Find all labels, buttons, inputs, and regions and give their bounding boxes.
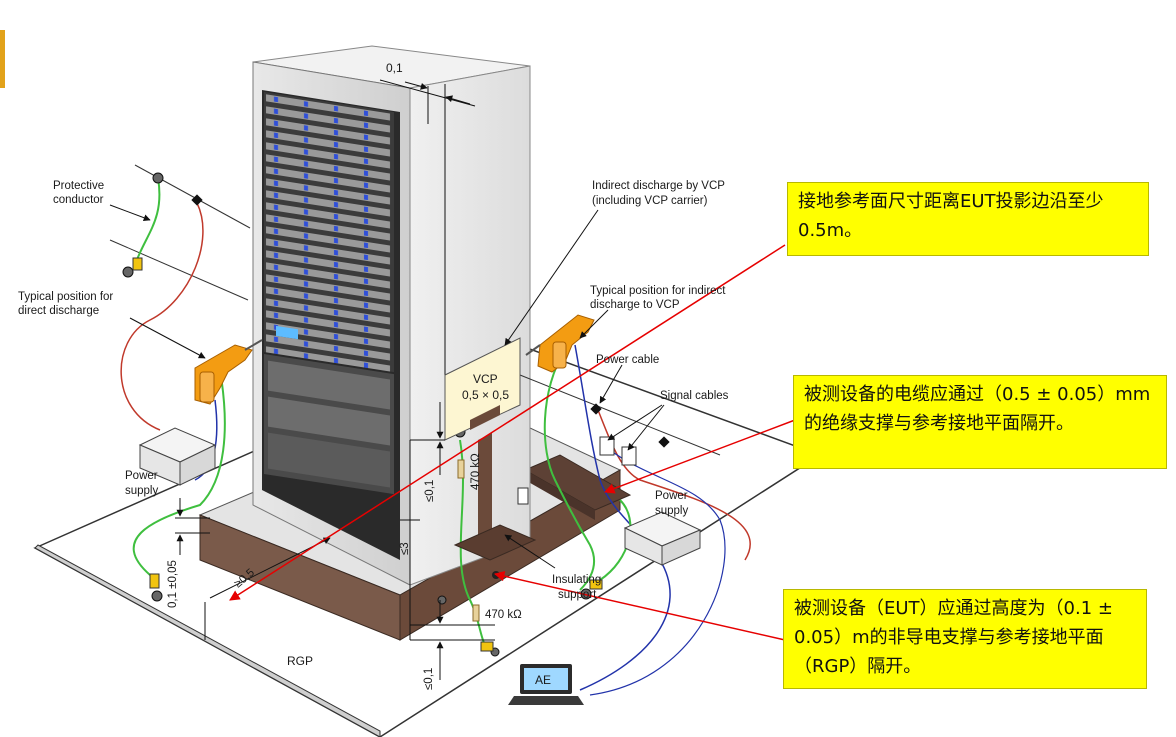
- vcp-plate: VCP 0,5 × 0,5: [444, 337, 521, 441]
- power-supply-right-label-1: Power: [655, 490, 688, 502]
- dim-vcp-gap-label: ≤0,1: [424, 480, 436, 502]
- indirect-position-label-2: discharge to VCP: [590, 299, 680, 311]
- power-supply-left-label-1: Power: [125, 470, 158, 482]
- ae-laptop: AE: [508, 664, 584, 705]
- resistors: [457, 459, 480, 622]
- esd-gun-right: [525, 314, 595, 373]
- direct-discharge-label-1: Typical position for: [18, 291, 113, 303]
- cable-lines: [109, 164, 751, 696]
- indirect-vcp-label-1: Indirect discharge by VCP: [592, 180, 725, 192]
- corner-tab: [0, 30, 5, 88]
- annotation-arrows: [229, 244, 796, 641]
- power-cable-label: Power cable: [596, 354, 659, 366]
- diagram-labels: Protective conductor Typical position fo…: [18, 180, 729, 690]
- signal-cables-label: Signal cables: [660, 390, 729, 402]
- indirect-position-label-1: Typical position for indirect: [590, 285, 726, 297]
- resistor-lower-label: 470 kΩ: [485, 609, 522, 621]
- power-supply-right-label-2: supply: [655, 505, 688, 517]
- insulating-support-label-2: support: [558, 589, 597, 601]
- eut-server-rack: [252, 45, 531, 586]
- protective-conductor-label-1: Protective: [53, 180, 104, 192]
- top-dimension: 0,1: [379, 61, 476, 430]
- vcp-size-label: 0,5 × 0,5: [462, 388, 509, 402]
- indirect-vcp-label-2: (including VCP carrier): [592, 195, 708, 207]
- resistor-upper-label: 470 kΩ: [470, 453, 482, 490]
- note-cable-support: 被测设备的电缆应通过（0.5 ± 0.05）mm的绝缘支撑与参考接地平面隔开。: [793, 375, 1167, 469]
- direct-discharge-label-2: direct discharge: [18, 305, 99, 317]
- power-supply-left: [138, 427, 217, 486]
- dim-top-label: 0,1: [386, 61, 403, 75]
- insulating-support-label-1: Insulating: [552, 574, 601, 586]
- dim-height-label: ≤3: [399, 542, 411, 555]
- rgp-label: RGP: [287, 654, 313, 668]
- signal-connectors: [517, 436, 637, 505]
- note-eut-support: 被测设备（EUT）应通过高度为（0.1 ± 0.05）m的非导电支撑与参考接地平…: [783, 589, 1147, 689]
- vcp-label: VCP: [473, 372, 498, 386]
- power-supply-right: [623, 511, 702, 566]
- note-rgp-size: 接地参考面尺寸距离EUT投影边沿至少0.5m。: [787, 182, 1149, 256]
- dim-eut-support-label: 0,1 ±0,05: [167, 560, 179, 608]
- protective-conductor-label-2: conductor: [53, 194, 104, 206]
- dim-bottom-label: ≤0,1: [423, 668, 435, 690]
- leader-lines: [109, 204, 665, 569]
- esd-gun-left: [194, 339, 263, 405]
- dimension-lines: [175, 402, 495, 680]
- ae-label: AE: [535, 673, 551, 687]
- vcp-carrier: [453, 405, 537, 561]
- power-supply-left-label-2: supply: [125, 485, 158, 497]
